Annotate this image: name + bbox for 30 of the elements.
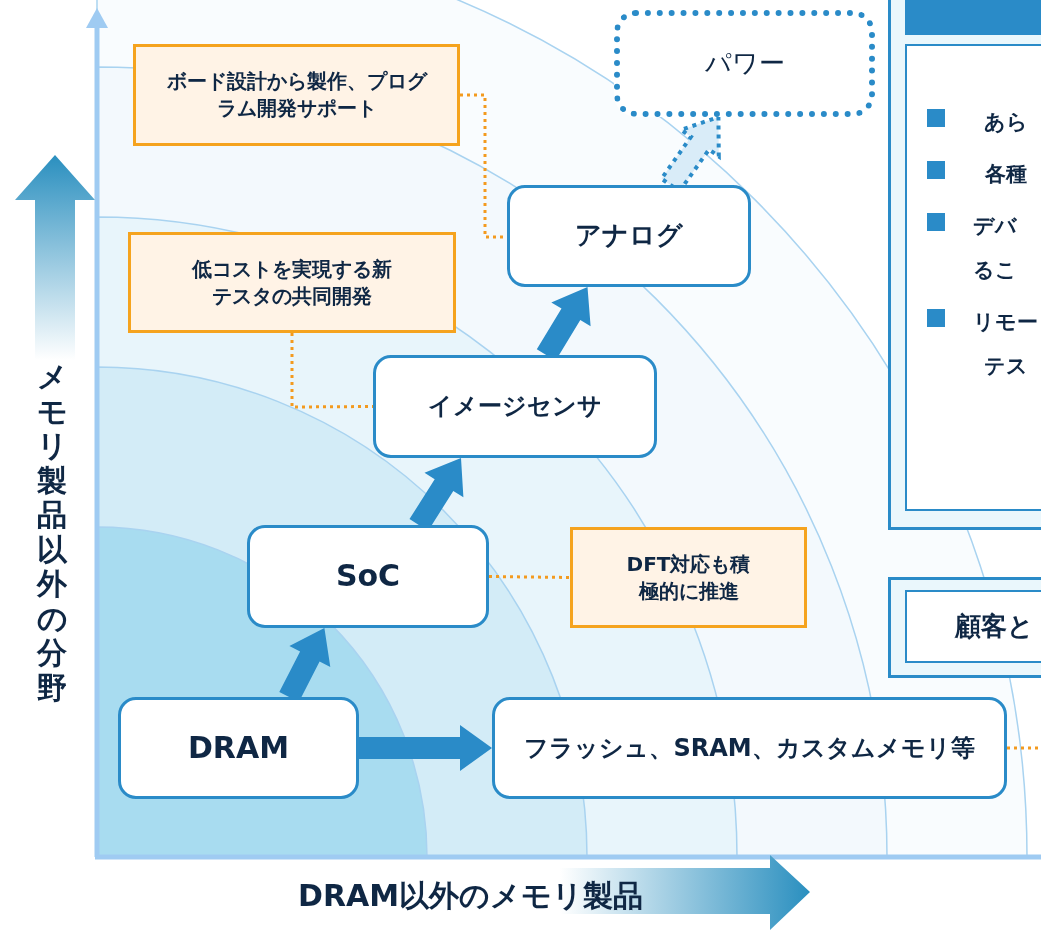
process-box bbox=[118, 697, 359, 799]
process-box bbox=[507, 185, 751, 287]
node-label: アナログ bbox=[575, 219, 683, 253]
list-item: 各種 bbox=[983, 161, 1028, 188]
node-label: イメージセンサ bbox=[428, 391, 602, 423]
info-panel bbox=[888, 577, 1041, 678]
list-item: デバるこ bbox=[973, 213, 1018, 284]
process-box bbox=[614, 10, 875, 117]
leader-line bbox=[1007, 746, 1041, 750]
leader-line bbox=[488, 575, 571, 579]
node-label: ボード設計から製作、プログラム開発サポート bbox=[166, 68, 427, 122]
panel-text: 顧客と bbox=[955, 609, 1034, 643]
node-label: DRAM bbox=[187, 728, 290, 767]
feature-panel bbox=[888, 0, 1041, 530]
node-label: 低コストを実現する新テスタの共同開発 bbox=[192, 255, 392, 310]
process-box bbox=[247, 525, 489, 628]
process-box bbox=[492, 697, 1007, 799]
list-item: リモーテス bbox=[973, 309, 1039, 380]
callout-box bbox=[133, 44, 460, 146]
block-arrow bbox=[359, 725, 492, 771]
axis-label: DRAM以外のメモリ製品 bbox=[298, 877, 644, 915]
callout-box bbox=[570, 527, 807, 628]
node-label: パワー bbox=[704, 46, 785, 80]
list-item: あら bbox=[982, 109, 1029, 136]
axis-label: メモリ製品以外の分野 bbox=[37, 360, 67, 705]
node-label: フラッシュ、SRAM、カスタムメモリ等 bbox=[524, 732, 975, 764]
node-label: SoC bbox=[335, 557, 401, 596]
callout-box bbox=[128, 232, 456, 333]
process-box bbox=[373, 355, 657, 458]
node-label: DFT対応も積極的に推進 bbox=[625, 550, 752, 605]
